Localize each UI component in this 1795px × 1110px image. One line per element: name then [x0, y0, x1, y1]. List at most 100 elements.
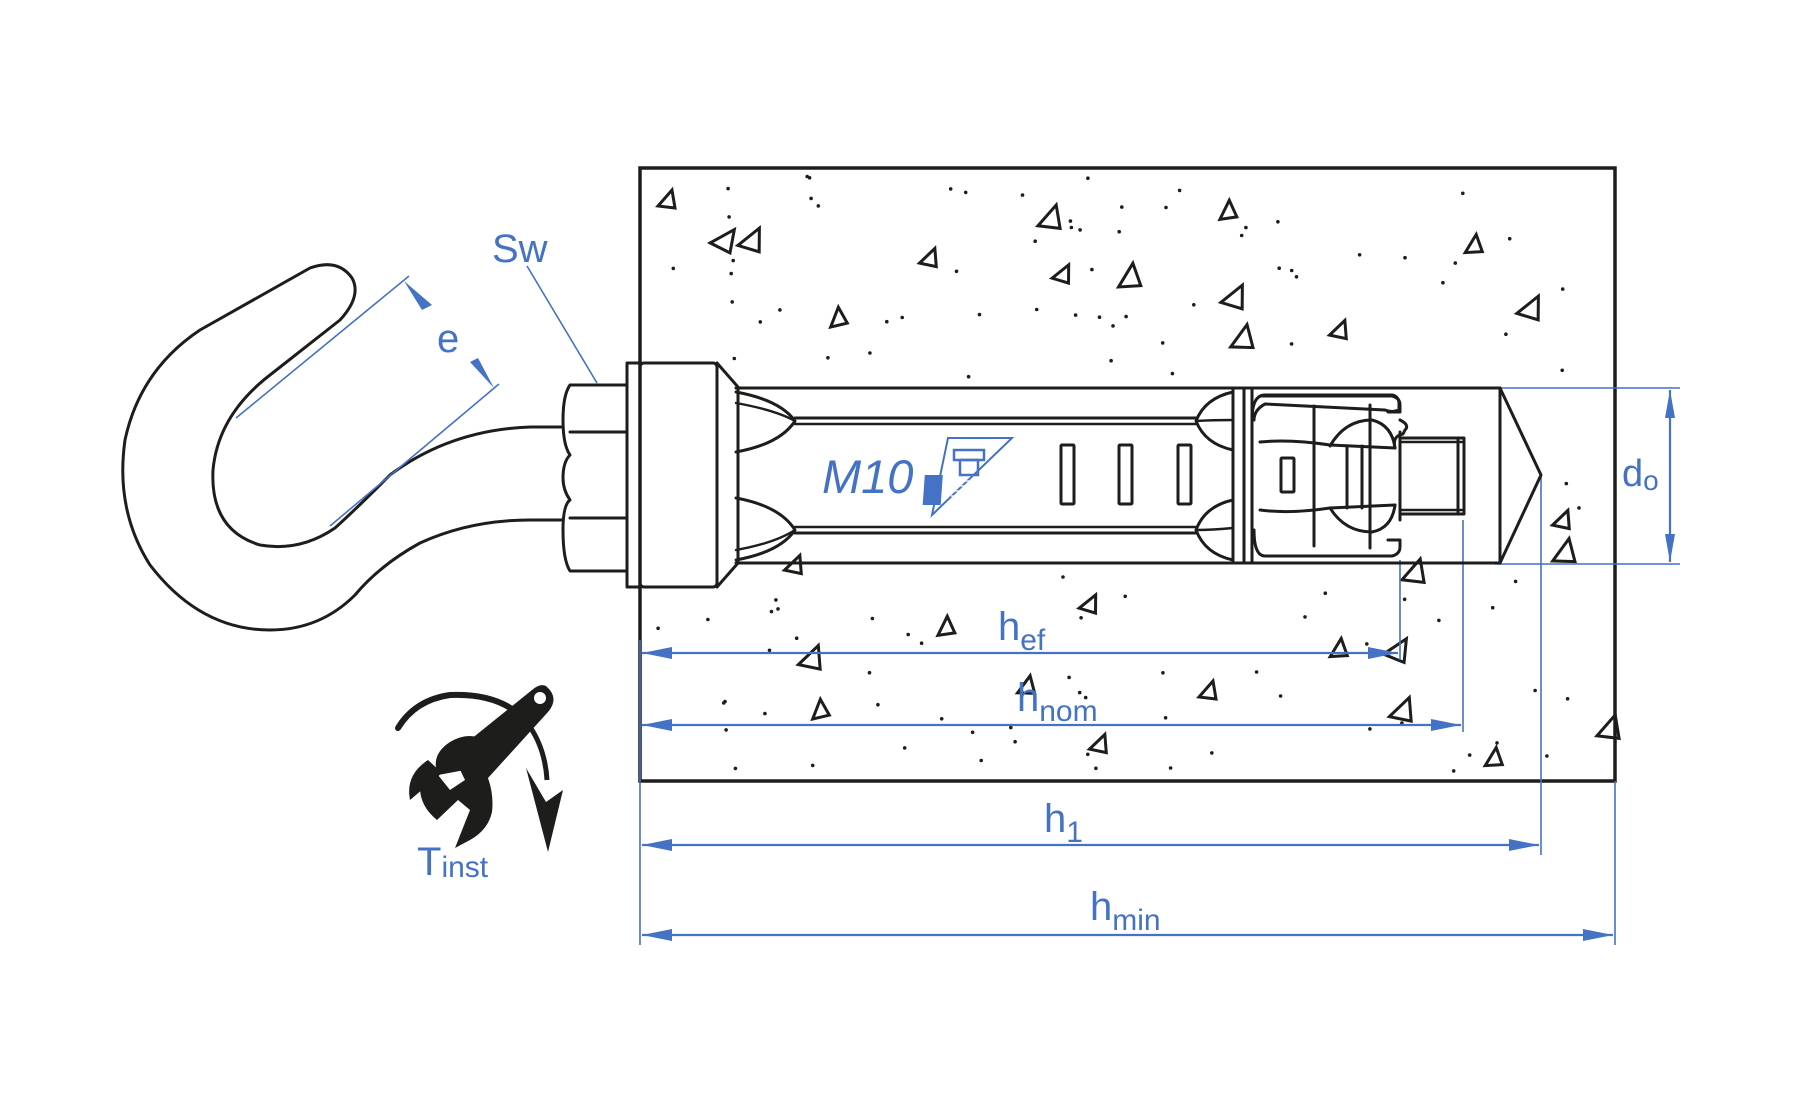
- dimension-h1: [642, 839, 1539, 851]
- aggregate-triangle: [1549, 507, 1571, 531]
- aggregate-speck: [1277, 266, 1281, 271]
- tinst-label: Tinst: [417, 840, 489, 884]
- aggregate-speck: [706, 617, 710, 622]
- e-label: e: [437, 317, 459, 361]
- aggregate-speck: [963, 190, 968, 195]
- aggregate-speck: [776, 607, 780, 611]
- aggregate-speck: [1467, 753, 1472, 757]
- aggregate-speck: [758, 320, 763, 324]
- aggregate-speck: [1323, 591, 1328, 595]
- aggregate-speck: [1513, 579, 1518, 584]
- aggregate-triangle: [1034, 201, 1062, 231]
- aggregate-speck: [1507, 236, 1512, 241]
- aggregate-speck: [810, 763, 815, 768]
- aggregate-triangle: [1048, 261, 1071, 286]
- aggregate-speck: [1490, 605, 1495, 610]
- aggregate-speck: [767, 648, 772, 653]
- aggregate-speck: [906, 632, 910, 637]
- aggregate-speck: [1073, 313, 1078, 317]
- aggregate-speck: [809, 196, 813, 201]
- aggregate-speck: [1077, 690, 1082, 695]
- aggregate-triangle: [1549, 535, 1577, 564]
- aggregate-speck: [1289, 342, 1294, 346]
- aggregate-speck: [794, 636, 799, 640]
- dimension-hnom: [642, 719, 1461, 731]
- bolt-logo-icon: [922, 437, 1015, 518]
- aggregate-triangle: [1482, 743, 1505, 768]
- aggregate-speck: [774, 598, 778, 602]
- aggregate-triangle: [1227, 321, 1255, 350]
- h1-label: h1: [1044, 797, 1083, 849]
- aggregate-speck: [1083, 695, 1088, 700]
- aggregate-speck: [1168, 766, 1173, 770]
- aggregate-speck: [1504, 332, 1508, 337]
- aggregate-speck: [977, 312, 982, 317]
- aggregate-speck: [1545, 754, 1549, 758]
- aggregate-speck: [1033, 239, 1037, 243]
- aggregate-speck: [1111, 324, 1115, 328]
- aggregate-speck: [1078, 228, 1082, 232]
- hex-head: [561, 383, 629, 573]
- aggregate-triangle: [828, 303, 850, 330]
- aggregate-speck: [1009, 725, 1013, 730]
- anchor-size-label: M10: [822, 450, 913, 503]
- dimension-hef: [642, 647, 1398, 659]
- aggregate-triangle: [1326, 317, 1348, 341]
- sw-label: Sw: [492, 227, 548, 271]
- aggregate-speck: [1303, 615, 1307, 619]
- aggregate-speck: [778, 308, 782, 312]
- aggregate-speck: [1109, 358, 1113, 363]
- aggregate-speck: [939, 717, 944, 721]
- dimension-e: [235, 275, 500, 527]
- aggregate-speck: [1564, 481, 1569, 486]
- aggregate-speck: [1289, 268, 1294, 273]
- aggregate-speck: [954, 269, 959, 274]
- aggregate-speck: [1069, 225, 1074, 230]
- aggregate-speck: [721, 701, 726, 705]
- aggregate-speck: [1013, 739, 1017, 744]
- aggregate-speck: [763, 711, 767, 716]
- aggregate-speck: [1451, 769, 1456, 773]
- d0-label: do: [1622, 453, 1659, 496]
- aggregate-speck: [1441, 280, 1445, 285]
- aggregate-speck: [1061, 575, 1065, 579]
- aggregate-speck: [870, 616, 875, 621]
- aggregate-triangle: [1115, 259, 1143, 289]
- aggregate-speck: [732, 356, 737, 361]
- aggregate-speck: [1239, 233, 1244, 238]
- concrete-block: [638, 166, 1621, 783]
- aggregate-speck: [733, 766, 738, 771]
- aggregate-speck: [727, 215, 731, 219]
- aggregate-triangle: [935, 612, 958, 638]
- aggregate-speck: [1560, 368, 1564, 373]
- aggregate-speck: [1117, 229, 1121, 234]
- aggregate-speck: [671, 266, 676, 271]
- wrench-torque-icon: [395, 685, 563, 852]
- aggregate-triangle: [810, 695, 832, 722]
- aggregate-speck: [1097, 315, 1102, 320]
- aggregate-speck: [979, 758, 983, 763]
- aggregate-speck: [816, 204, 821, 208]
- aggregate-speck: [876, 702, 880, 707]
- aggregate-triangle: [1513, 292, 1540, 322]
- aggregate-speck: [1192, 303, 1196, 307]
- aggregate-speck: [1403, 255, 1407, 260]
- aggregate-speck: [731, 258, 735, 263]
- aggregate-speck: [1244, 225, 1248, 230]
- aggregate-speck: [1079, 616, 1083, 620]
- aggregate-speck: [730, 300, 734, 304]
- aggregate-speck: [1276, 220, 1280, 224]
- dimension-hmin: [642, 929, 1613, 941]
- aggregate-speck: [1170, 371, 1175, 376]
- aggregate-triangle: [706, 226, 737, 256]
- aggregate-speck: [1164, 205, 1168, 210]
- dimension-extension-lines: [639, 387, 1680, 945]
- aggregate-speck: [1560, 287, 1565, 291]
- aggregate-triangle: [1195, 677, 1218, 701]
- aggregate-speck: [948, 187, 953, 191]
- aggregate-triangle: [1386, 694, 1413, 724]
- aggregate-triangle: [916, 245, 938, 269]
- aggregate-speck: [1453, 261, 1458, 265]
- aggregate-triangle: [795, 642, 822, 672]
- hook: [121, 263, 565, 632]
